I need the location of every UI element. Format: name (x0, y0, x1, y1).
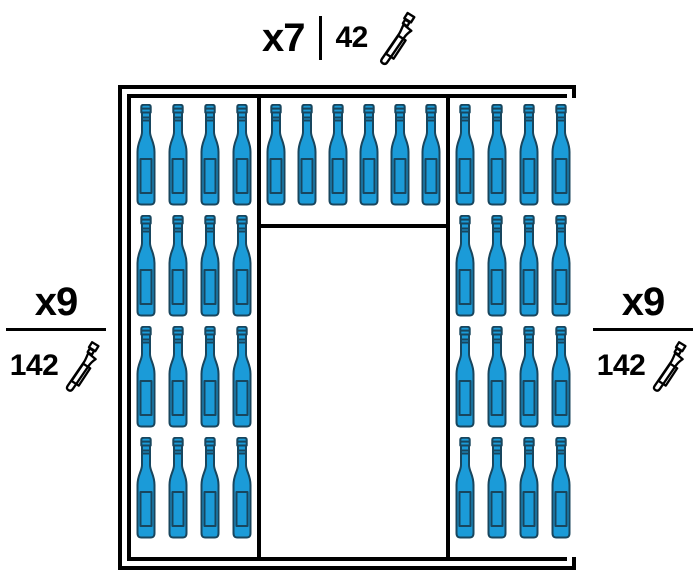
bottle-icon (487, 437, 507, 539)
left-count-label: x9 142 (6, 282, 106, 393)
bottle-icon (232, 326, 252, 428)
bottle-icon (232, 215, 252, 317)
rack-shelf-row (131, 98, 257, 209)
bottle-icon (519, 326, 539, 428)
bottle-icon (390, 104, 410, 206)
bottle-icon (359, 104, 379, 206)
rack-shelf-row (261, 98, 446, 208)
bottle-icon (136, 437, 156, 539)
bottle-icon (551, 215, 571, 317)
rack-shelf-row (450, 431, 576, 542)
bottle-icon (200, 104, 220, 206)
top-count-text: 42 (335, 21, 369, 54)
right-count-label: x9 142 (593, 282, 693, 393)
bottle-icon (297, 104, 317, 206)
bottle-outline-icon (649, 339, 689, 393)
bottle-icon (519, 437, 539, 539)
bottle-icon (136, 104, 156, 206)
bottle-icon (421, 104, 441, 206)
rack-cell-center-top (261, 98, 446, 228)
bottle-icon (136, 215, 156, 317)
bottle-icon (232, 437, 252, 539)
bottle-icon (551, 326, 571, 428)
rack-column-right (446, 98, 576, 557)
left-count-row: 142 (10, 339, 103, 393)
wine-rack-inner-frame (127, 94, 576, 561)
bottle-icon (487, 104, 507, 206)
bottle-icon (455, 104, 475, 206)
bottle-icon (487, 215, 507, 317)
right-multiplier-text: x9 (621, 280, 665, 324)
bottle-icon (232, 104, 252, 206)
bottle-icon (551, 104, 571, 206)
bottle-icon (168, 104, 188, 206)
bottle-icon (168, 215, 188, 317)
wine-rack-frame (118, 85, 576, 570)
bottle-icon (200, 437, 220, 539)
top-count-label: x7 42 (262, 8, 477, 68)
bottle-icon (200, 326, 220, 428)
bottle-icon (455, 215, 475, 317)
rack-column-left (131, 98, 261, 557)
bottle-icon (487, 326, 507, 428)
left-label-divider (6, 328, 106, 331)
right-count-row: 142 (597, 339, 690, 393)
rack-shelf-row (131, 209, 257, 320)
bottle-icon (168, 437, 188, 539)
rack-shelf-row (450, 209, 576, 320)
right-count-text: 142 (596, 349, 646, 382)
bottle-outline-icon (62, 339, 102, 393)
top-multiplier-text: x7 (262, 16, 305, 60)
bottle-icon (168, 326, 188, 428)
bottle-icon (266, 104, 286, 206)
left-count-text: 142 (9, 349, 59, 382)
bottle-icon (551, 437, 571, 539)
bottle-icon (455, 326, 475, 428)
rack-column-center (261, 98, 446, 557)
bottle-icon (200, 215, 220, 317)
right-label-divider (593, 328, 693, 331)
bottle-icon (455, 437, 475, 539)
rack-cell-center-bottom-empty (261, 228, 446, 557)
rack-shelf-row (450, 320, 576, 431)
bottle-icon (519, 104, 539, 206)
rack-shelf-row (450, 98, 576, 209)
rack-shelf-row (131, 431, 257, 542)
rack-shelf-row (131, 320, 257, 431)
bottle-icon (519, 215, 539, 317)
bottle-outline-icon (376, 10, 418, 66)
top-label-divider (318, 16, 322, 60)
bottle-icon (328, 104, 348, 206)
left-multiplier-text: x9 (34, 280, 78, 324)
bottle-icon (136, 326, 156, 428)
